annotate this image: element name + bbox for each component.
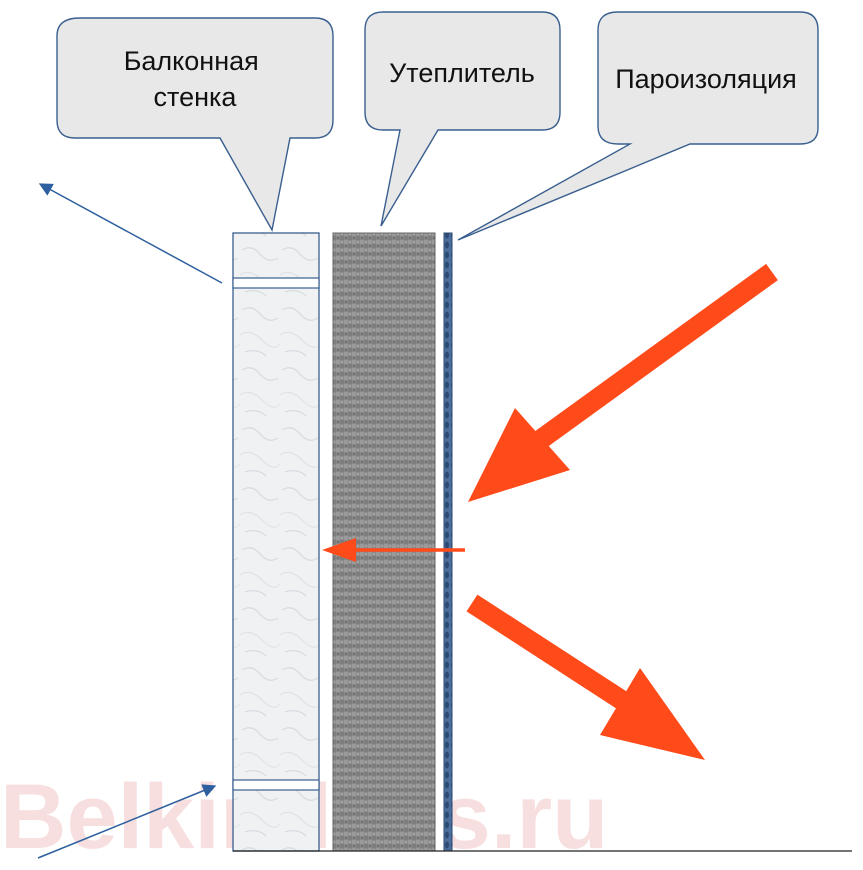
red-arrow-incoming [468,263,778,502]
blue-arrow-up-right [37,784,217,859]
svg-text:Балконная стенка: Балконная стенка [124,46,267,112]
callout-balcony-wall-line1: Балконная [124,46,259,76]
callout-vapor-barrier: Пароизоляция [457,11,819,241]
red-arrow-through-insulation [322,538,465,562]
balcony-wall [232,232,320,852]
blue-arrow-up-left [38,183,223,284]
red-arrow-reflected [466,594,705,760]
callout-insulation: Утеплитель [364,11,561,227]
callout-balcony-wall-line2: стенка [154,82,238,112]
callout-insulation-label: Утеплитель [389,58,535,88]
callout-balcony-wall: Балконная стенка [56,17,334,232]
vapor-barrier-layer [443,232,453,852]
callout-vapor-barrier-label: Пароизоляция [615,64,797,94]
